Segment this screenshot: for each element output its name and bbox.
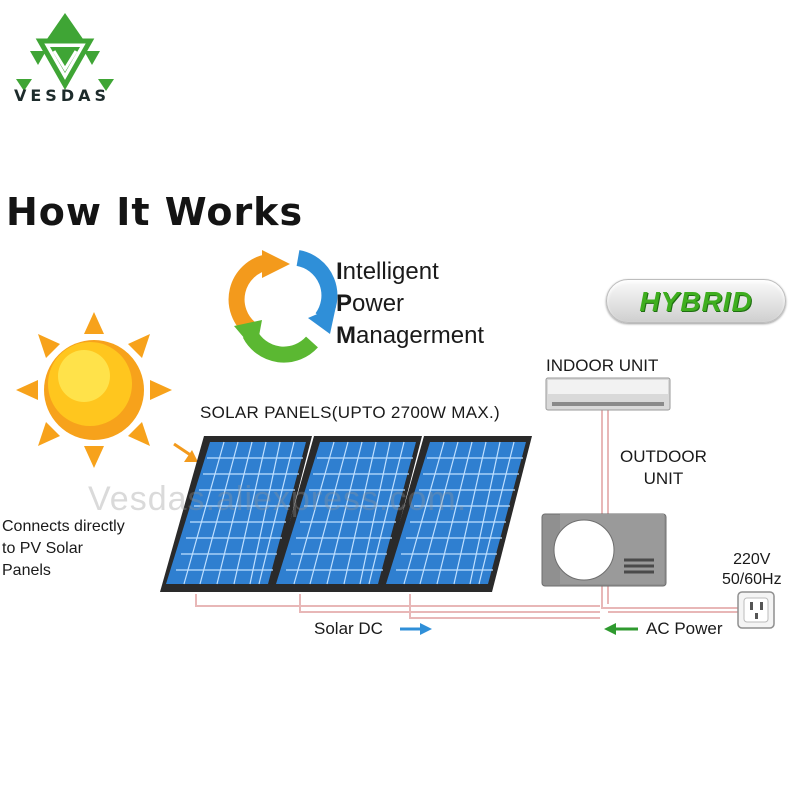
indoor-unit-icon <box>545 377 671 411</box>
intelligent-power-management: Intelligent Power Managerment <box>336 258 485 349</box>
voltage-label: 220V 50/60Hz <box>722 551 782 588</box>
wall-socket-icon <box>737 591 775 629</box>
watermark-text: Vesdas.aliexpress.com. <box>88 480 468 518</box>
solar-panels <box>160 436 532 592</box>
page-title: How It Works <box>6 190 304 234</box>
connects-directly-label: Connects directly to PV Solar Panels <box>2 518 125 579</box>
ac-power-arrow-icon <box>604 623 638 635</box>
solar-panels-label: SOLAR PANELS(UPTO 2700W MAX.) <box>200 403 500 422</box>
brand-name: VESDAS <box>13 86 111 105</box>
indoor-unit-label: INDOOR UNIT <box>546 356 659 375</box>
solar-dc-arrow-icon <box>400 623 432 635</box>
solar-panel-2 <box>270 436 422 592</box>
outdoor-unit-label: OUTDOOR UNIT <box>620 447 707 488</box>
outdoor-unit-icon <box>541 513 667 587</box>
power-cycle-icon <box>228 250 338 363</box>
hybrid-badge: HYBRID <box>606 279 786 323</box>
solar-panel-1 <box>160 436 312 592</box>
ac-power-label: AC Power <box>646 619 723 638</box>
sun-icon <box>16 312 172 468</box>
vesdas-logo-icon <box>16 13 114 91</box>
solar-panel-3 <box>380 436 532 592</box>
solar-dc-label: Solar DC <box>314 619 383 638</box>
sunlight-arrow-icon <box>173 442 198 462</box>
